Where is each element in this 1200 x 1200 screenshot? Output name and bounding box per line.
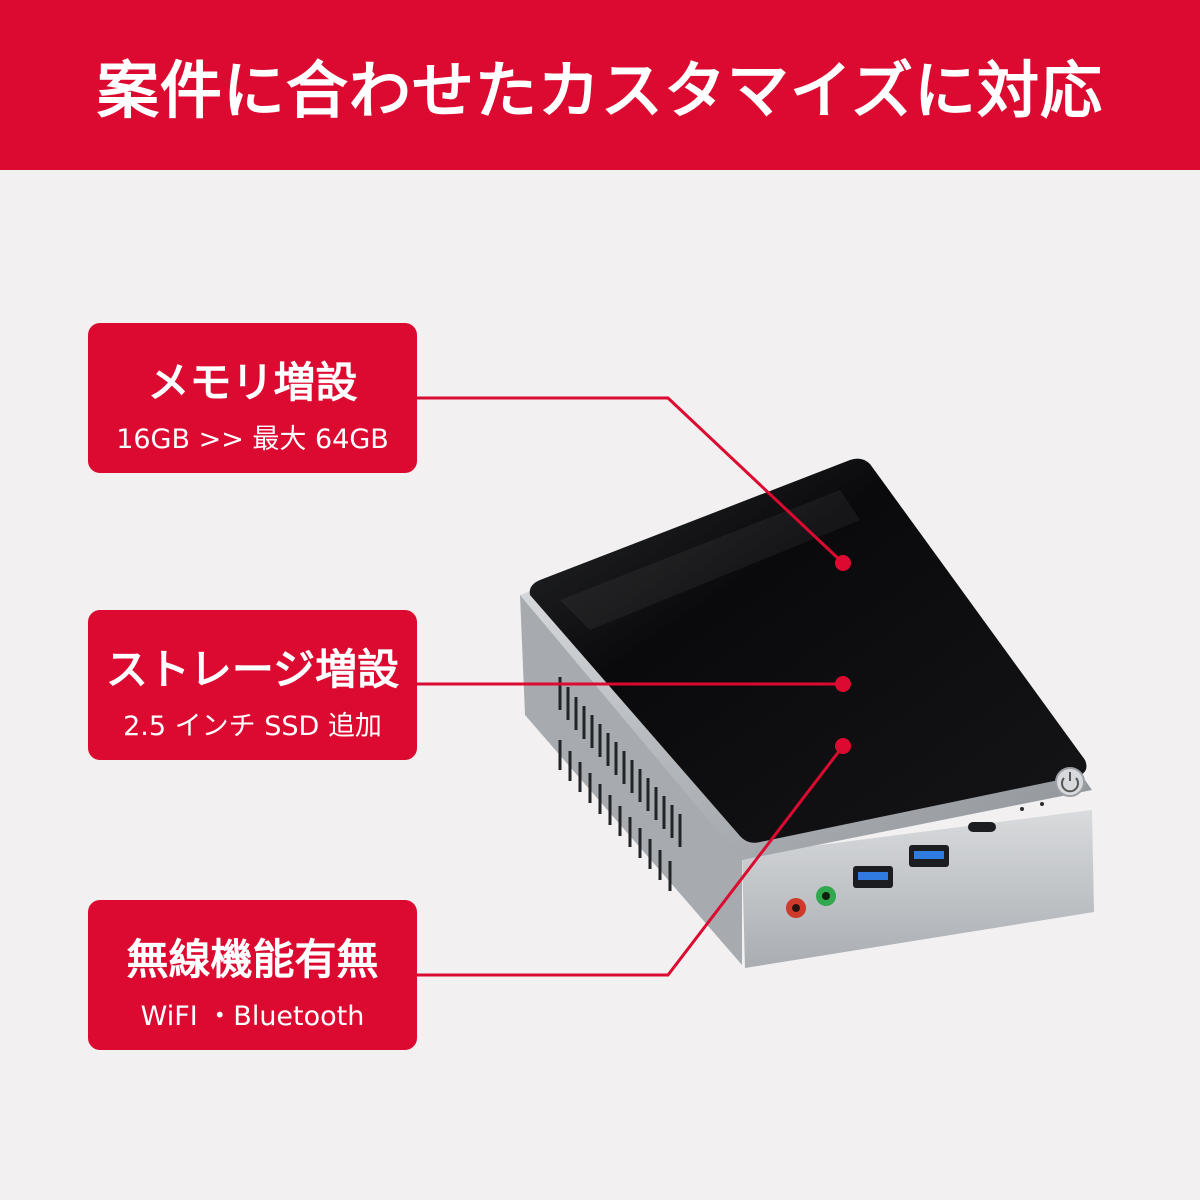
feature-subtitle: 2.5 インチ SSD 追加 [123, 711, 382, 742]
callout-dot-memory [835, 555, 851, 571]
header-banner: 案件に合わせたカスタマイズに対応 [0, 0, 1200, 170]
callout-line-wireless [417, 745, 845, 977]
device-top-lid [529, 458, 1087, 843]
indicator-leds [1020, 802, 1044, 811]
feature-storage-box: ストレージ増設 2.5 インチ SSD 追加 [88, 610, 417, 760]
mini-pc-device [520, 458, 1094, 968]
vent-icon [558, 677, 682, 891]
device-top-reflection [560, 490, 860, 630]
feature-memory-box: メモリ増設 16GB >> 最大 64GB [88, 323, 417, 473]
usb-c-port-icon [968, 822, 996, 832]
usb-port-icon [853, 845, 949, 888]
feature-title: ストレージ増設 [105, 645, 400, 694]
banner-title: 案件に合わせたカスタマイズに対応 [96, 54, 1104, 127]
device-front-panel [742, 810, 1094, 968]
callout-dots [835, 555, 851, 754]
audio-jack-icon [786, 886, 836, 918]
feature-subtitle: 16GB >> 最大 64GB [116, 424, 389, 455]
power-button-icon [1055, 767, 1085, 797]
feature-wireless-box: 無線機能有無 WiFI ・Bluetooth [88, 900, 417, 1050]
callout-dot-storage [835, 676, 851, 692]
feature-title: 無線機能有無 [126, 935, 379, 984]
callout-line-memory [417, 396, 845, 565]
callout-dot-wireless [835, 738, 851, 754]
feature-subtitle: WiFI ・Bluetooth [140, 1001, 365, 1032]
feature-title: メモリ増設 [147, 358, 358, 407]
callout-lines [417, 396, 845, 977]
